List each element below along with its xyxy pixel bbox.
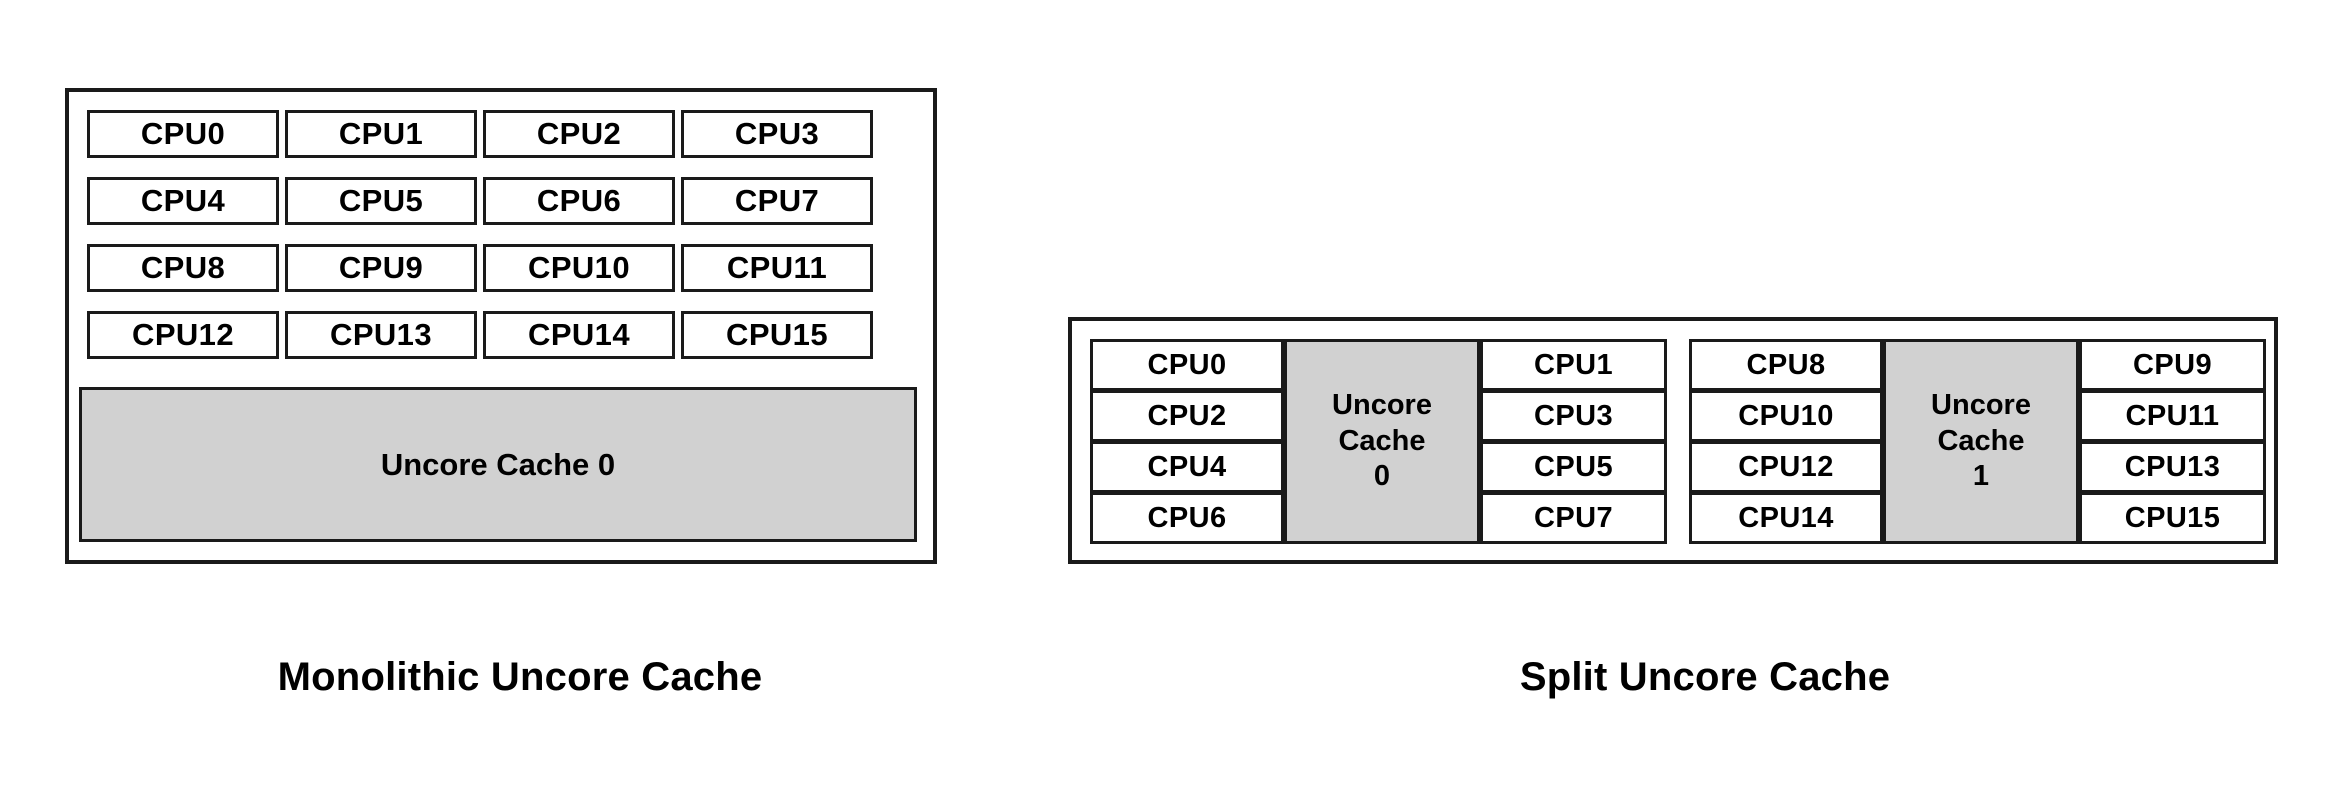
cpu-box[interactable]: CPU0 [1090, 339, 1284, 391]
cpu-box[interactable]: CPU2 [483, 110, 675, 158]
uncore-cache-block[interactable]: Uncore Cache 0 [1284, 339, 1480, 544]
monolithic-package-outline: CPU0 CPU1 CPU2 CPU3 CPU4 CPU5 CPU6 CPU7 … [65, 88, 937, 564]
cpu-box[interactable]: CPU0 [87, 110, 279, 158]
cpu-box[interactable]: CPU14 [483, 311, 675, 359]
cpu-box[interactable]: CPU8 [1689, 339, 1883, 391]
cpu-box[interactable]: CPU1 [285, 110, 477, 158]
cpu-box[interactable]: CPU9 [285, 244, 477, 292]
monolithic-caption: Monolithic Uncore Cache [277, 655, 763, 699]
cpu-box[interactable]: CPU3 [1480, 390, 1667, 442]
cpu-box[interactable]: CPU15 [681, 311, 873, 359]
cpu-box[interactable]: CPU14 [1689, 492, 1883, 544]
split-caption: Split Uncore Cache [1519, 655, 1891, 699]
uncore-cache-label: Uncore Cache 0 [1332, 388, 1432, 494]
uncore-cache-block[interactable]: Uncore Cache 1 [1883, 339, 2079, 544]
cpu-box[interactable]: CPU1 [1480, 339, 1667, 391]
cpu-box[interactable]: CPU8 [87, 244, 279, 292]
cpu-box[interactable]: CPU10 [483, 244, 675, 292]
uncore-cache-label-line1: Uncore [1931, 389, 2031, 422]
cpu-box[interactable]: CPU4 [87, 177, 279, 225]
cpu-box[interactable]: CPU15 [2079, 492, 2266, 544]
uncore-cache-label: Uncore Cache 1 [1931, 388, 2031, 494]
cpu-box[interactable]: CPU7 [681, 177, 873, 225]
uncore-cache-label-line3: 0 [1373, 460, 1391, 493]
uncore-cache-label-line2: Cache [1338, 424, 1426, 457]
uncore-cache-label-line2: Cache [1937, 424, 2025, 457]
cpu-box[interactable]: CPU13 [2079, 441, 2266, 493]
cpu-box[interactable]: CPU6 [1090, 492, 1284, 544]
cpu-box[interactable]: CPU4 [1090, 441, 1284, 493]
uncore-cache-block[interactable]: Uncore Cache 0 [79, 387, 917, 542]
cpu-box[interactable]: CPU6 [483, 177, 675, 225]
cpu-box[interactable]: CPU10 [1689, 390, 1883, 442]
cpu-box[interactable]: CPU11 [681, 244, 873, 292]
uncore-cache-label-line1: Uncore [1332, 389, 1432, 422]
cpu-box[interactable]: CPU2 [1090, 390, 1284, 442]
cpu-box[interactable]: CPU11 [2079, 390, 2266, 442]
split-package-outline: CPU0 CPU2 CPU4 CPU6 Uncore Cache 0 CPU1 … [1068, 317, 2278, 564]
cpu-box[interactable]: CPU5 [1480, 441, 1667, 493]
cpu-box[interactable]: CPU12 [87, 311, 279, 359]
cpu-box[interactable]: CPU3 [681, 110, 873, 158]
cpu-box[interactable]: CPU13 [285, 311, 477, 359]
cpu-box[interactable]: CPU7 [1480, 492, 1667, 544]
uncore-cache-label-line3: 1 [1972, 460, 1990, 493]
cpu-box[interactable]: CPU12 [1689, 441, 1883, 493]
cpu-box[interactable]: CPU9 [2079, 339, 2266, 391]
cpu-box[interactable]: CPU5 [285, 177, 477, 225]
